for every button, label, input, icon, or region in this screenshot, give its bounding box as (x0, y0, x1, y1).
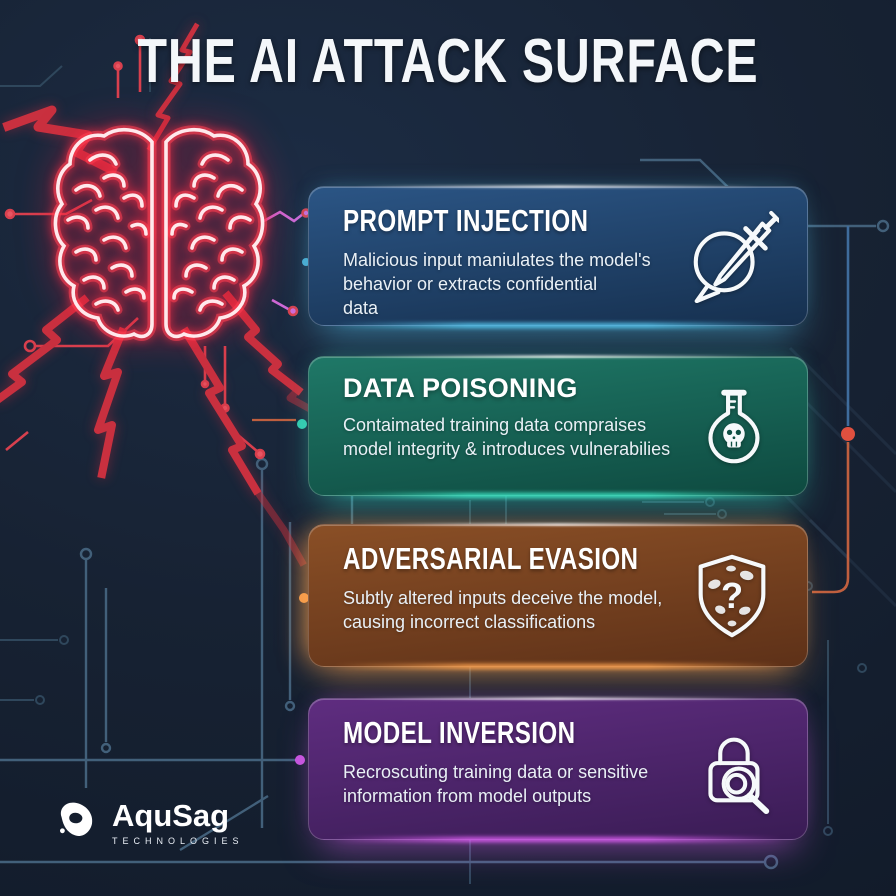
card-title: DATA POISONING (343, 373, 578, 403)
logo-subtitle: TECHNOLOGIES (112, 836, 244, 846)
card-title: ADVERSARIAL EVASION (343, 541, 639, 576)
poison-flask-skull-icon (685, 379, 779, 473)
card-adversarial-evasion: ADVERSARIAL EVASION Subtly altered input… (308, 524, 808, 667)
lightning-bolts-icon (0, 22, 335, 567)
card-title: MODEL INVERSION (343, 715, 576, 750)
card-description: Contaimated training data compraises mod… (343, 415, 671, 460)
neon-brain-illustration (51, 130, 262, 337)
lock-magnifier-icon (685, 722, 779, 816)
card-description: Recroscuting training data or sensitive … (343, 762, 649, 807)
camo-shield-question-icon: ? (685, 549, 779, 643)
svg-text:?: ? (721, 574, 743, 615)
card-model-inversion: MODEL INVERSION Recroscuting training da… (308, 698, 808, 840)
red-circuit-traces (4, 34, 311, 460)
aqusag-logo-mark-icon (60, 802, 93, 837)
card-prompt-injection: PROMPT INJECTION Malicious input maniula… (308, 186, 808, 326)
dagger-speech-bubble-icon (685, 209, 779, 303)
card-title: PROMPT INJECTION (343, 203, 589, 238)
card-description: Malicious input maniulates the model's b… (343, 250, 651, 319)
card-data-poisoning: DATA POISONING Contaimated training data… (308, 356, 808, 496)
logo-name: AquSag (112, 798, 230, 833)
page-title: THE AI ATTACK SURFACE (137, 27, 759, 96)
logo: AquSag TECHNOLOGIES (52, 798, 244, 846)
card-description: Subtly altered inputs deceive the model,… (343, 588, 663, 633)
